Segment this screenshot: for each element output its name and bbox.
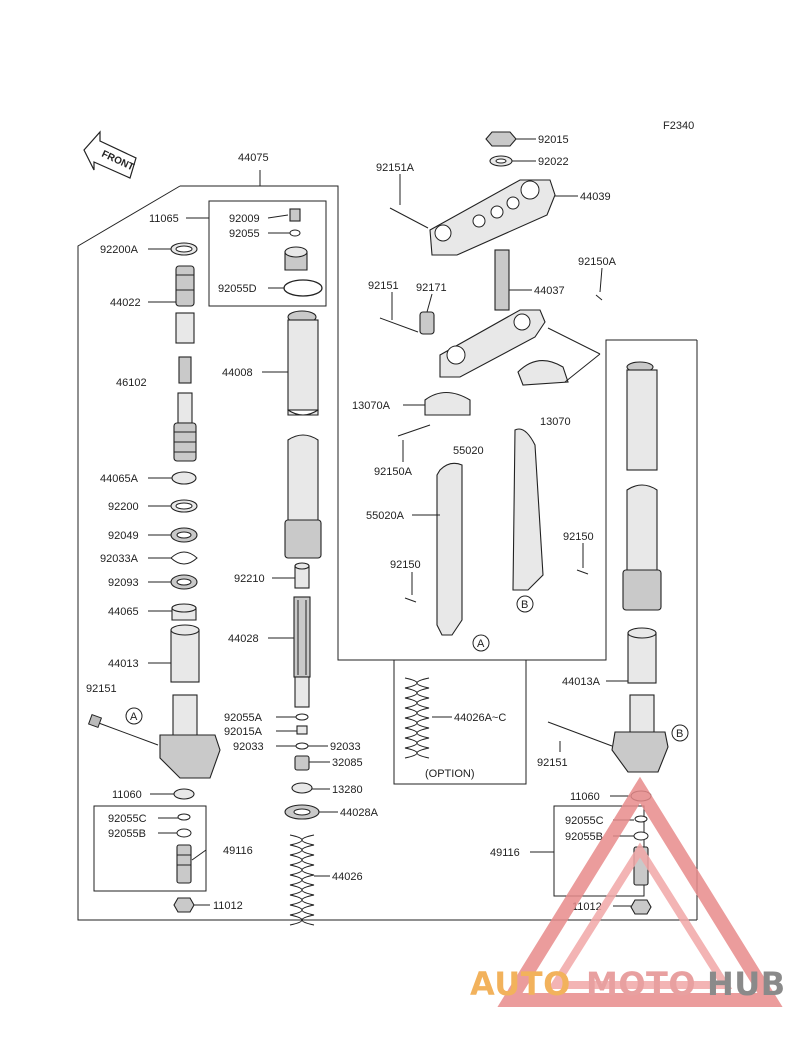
label-92210: 92210 — [234, 573, 265, 585]
ref-b-right: B — [676, 728, 683, 740]
label-49116-right: 49116 — [490, 847, 520, 859]
part-number-labels: 44075 11065 92009 92055 92055D 92200A 44… — [86, 134, 617, 913]
label-92015a: 92015A — [224, 726, 263, 738]
label-44022: 44022 — [110, 297, 141, 309]
label-11060-left: 11060 — [112, 789, 142, 801]
label-11065: 11065 — [149, 213, 179, 225]
label-92151-center: 92151 — [368, 280, 399, 292]
label-92015: 92015 — [538, 134, 569, 146]
label-44037: 44037 — [534, 285, 565, 297]
label-92150a-center: 92150A — [374, 466, 413, 478]
triple-clamp-parts — [379, 131, 603, 437]
label-92033-left: 92033 — [233, 741, 264, 753]
label-92150-center: 92150 — [390, 559, 421, 571]
front-arrow-icon: FRONT — [83, 130, 137, 179]
label-92022: 92022 — [538, 156, 569, 168]
label-44013: 44013 — [108, 658, 139, 670]
label-49116-left: 49116 — [223, 845, 253, 857]
ref-a-guard: A — [477, 638, 485, 650]
warning-triangle-icon — [497, 776, 783, 1007]
label-44065: 44065 — [108, 606, 139, 618]
label-92200a: 92200A — [100, 244, 139, 256]
label-44028a: 44028A — [340, 807, 379, 819]
label-13070: 13070 — [540, 416, 571, 428]
watermark-text: AUTO MOTO HUB — [470, 965, 786, 1003]
option-box — [393, 659, 527, 785]
watermark-logo — [497, 776, 783, 1007]
label-92151a: 92151A — [376, 162, 415, 174]
label-92151-right: 92151 — [537, 757, 568, 769]
label-44065a: 44065A — [100, 473, 139, 485]
label-11012-right: 11012 — [572, 901, 602, 913]
label-92093: 92093 — [108, 577, 139, 589]
label-92055: 92055 — [229, 228, 260, 240]
label-92150a-right: 92150A — [578, 256, 617, 268]
label-11060-right: 11060 — [570, 791, 600, 803]
label-55020a: 55020A — [366, 510, 405, 522]
figure-code: F2340 — [663, 120, 694, 132]
label-44039: 44039 — [580, 191, 611, 203]
watermark-part3: HUB — [707, 965, 786, 1003]
label-92200: 92200 — [108, 501, 139, 513]
right-fork-parts: B — [547, 361, 689, 915]
ref-b-guard: B — [521, 599, 528, 611]
label-92055b-left: 92055B — [108, 828, 146, 840]
watermark-part1: AUTO — [470, 965, 571, 1003]
label-44026a-c: 44026A~C — [454, 712, 506, 724]
label-92055c-right: 92055C — [565, 815, 604, 827]
label-92009: 92009 — [229, 213, 260, 225]
label-44008: 44008 — [222, 367, 253, 379]
option-label: (OPTION) — [425, 768, 475, 780]
label-44028: 44028 — [228, 633, 259, 645]
label-44026: 44026 — [332, 871, 363, 883]
label-92033a: 92033A — [100, 553, 139, 565]
leader-lines — [148, 138, 634, 907]
label-92055b-right: 92055B — [565, 831, 603, 843]
label-32085: 32085 — [332, 757, 363, 769]
label-13070a: 13070A — [352, 400, 391, 412]
label-92033-right: 92033 — [330, 741, 361, 753]
label-92171: 92171 — [416, 282, 447, 294]
label-92151-left: 92151 — [86, 683, 117, 695]
left-fork-parts: A — [87, 208, 323, 913]
assembly-outline — [77, 185, 698, 921]
label-11012-left: 11012 — [213, 900, 243, 912]
label-92049: 92049 — [108, 530, 139, 542]
fork-guards: A B — [404, 428, 589, 759]
label-44075: 44075 — [238, 152, 269, 164]
label-55020: 55020 — [453, 445, 484, 457]
label-44013a: 44013A — [562, 676, 601, 688]
label-92150-right: 92150 — [563, 531, 594, 543]
label-13280: 13280 — [332, 784, 363, 796]
center-fork-parts — [284, 310, 322, 926]
label-92055a: 92055A — [224, 712, 263, 724]
label-92055c-left: 92055C — [108, 813, 147, 825]
watermark-part2: MOTO — [586, 965, 696, 1003]
ref-a-left: A — [130, 711, 138, 723]
label-92055d: 92055D — [218, 283, 257, 295]
label-46102: 46102 — [116, 377, 147, 389]
